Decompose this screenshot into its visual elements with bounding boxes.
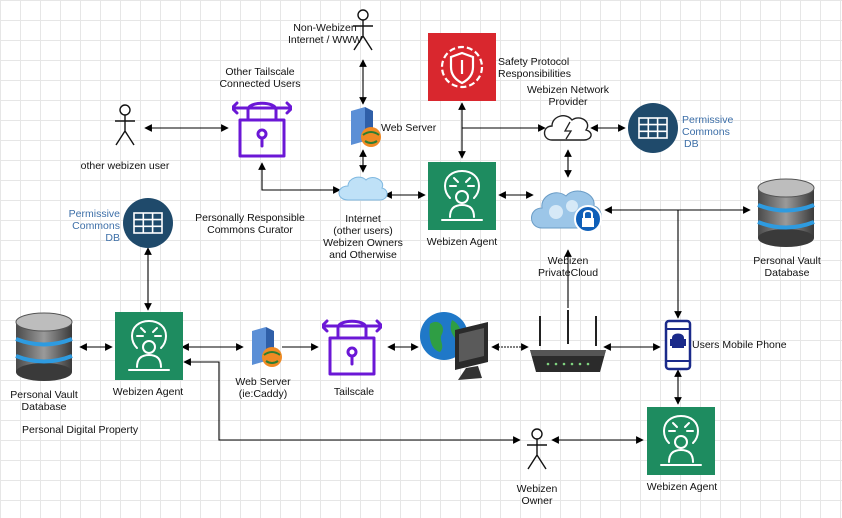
label-safety-protocol: Safety Protocol Responsibilities [498, 56, 571, 80]
tailscale-top-padlock-icon [232, 101, 292, 158]
web-server-caddy-icon [251, 326, 282, 367]
label-internet: Internet (other users) Webizen Owners an… [323, 213, 403, 261]
label-permissive-top: Permissive Commons DB [682, 114, 734, 150]
label-other-tailscale: Other Tailscale Connected Users [219, 66, 301, 90]
webizen-owner-icon [526, 428, 548, 470]
label-webizen-agent-left: Webizen Agent [112, 386, 184, 398]
mobile-phone-icon [664, 319, 692, 371]
webizen-agent-center-icon [428, 162, 496, 230]
web-server-top-icon [350, 106, 381, 147]
cloud-icon [338, 176, 388, 201]
globe-monitor-icon [420, 312, 488, 380]
personal-vault-left-icon [14, 312, 74, 382]
connectors [79, 59, 751, 444]
tailscale-bottom-padlock-icon [322, 319, 382, 376]
label-personal-vault-right: Personal Vault Database [753, 255, 821, 279]
edge-tailscale-internet [258, 162, 341, 194]
safety-shield-gear-icon [428, 33, 496, 101]
label-webizen-agent-center: Webizen Agent [426, 236, 498, 248]
other-webizen-user-icon [114, 104, 136, 146]
router-icon [530, 310, 606, 372]
label-web-server-caddy: Web Server (ie:Caddy) [235, 376, 291, 400]
personal-vault-right-icon [756, 178, 816, 248]
private-cloud-lock-icon [531, 190, 602, 233]
webizen-agent-bottom-icon [647, 407, 715, 475]
permissive-commons-top-icon [628, 103, 678, 153]
label-web-server-top: Web Server [381, 122, 437, 134]
webizen-agent-left-icon [115, 312, 183, 380]
label-network-provider: Webizen Network Provider [526, 84, 610, 108]
label-tailscale: Tailscale [333, 386, 375, 398]
label-webizen-agent-bottom: Webizen Agent [646, 481, 718, 493]
label-commons-curator: Personally Responsible Commons Curator [195, 212, 305, 236]
label-users-mobile-phone: Users Mobile Phone [692, 339, 787, 351]
label-non-webizen: Non-Webizen Internet / WWW [287, 22, 363, 46]
label-personal-digital-property: Personal Digital Property [22, 424, 139, 436]
label-personal-vault-left: Personal Vault Database [10, 389, 78, 413]
edge-agentleft-owner [183, 358, 521, 444]
permissive-commons-left-icon [123, 198, 173, 248]
label-permissive-left: Permissive Commons DB [68, 208, 120, 244]
label-other-webizen-user: other webizen user [80, 160, 170, 172]
label-private-cloud: Webizen PrivateCloud [537, 255, 599, 279]
cloud-lightning-icon [543, 115, 592, 141]
label-webizen-owner: Webizen Owner [516, 483, 558, 507]
